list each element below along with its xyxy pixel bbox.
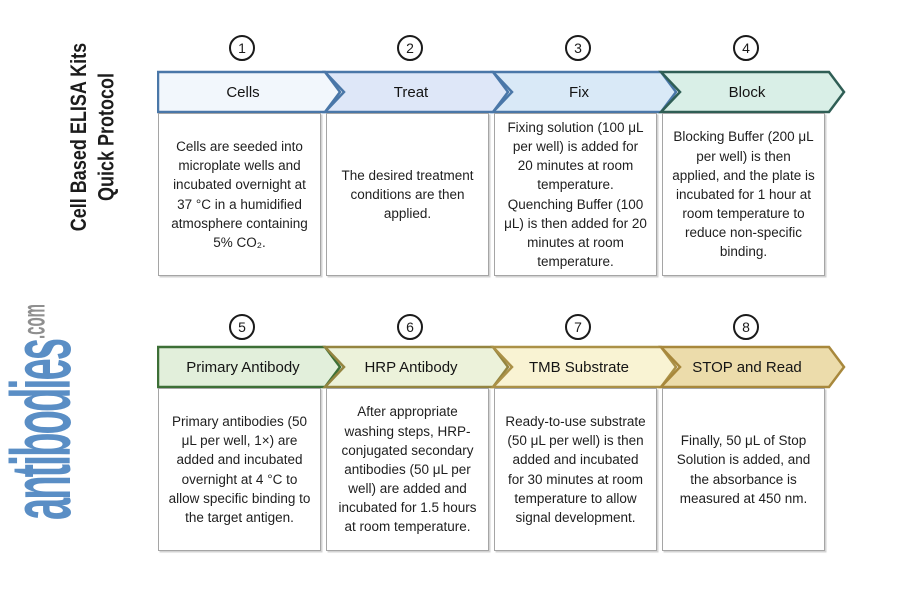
step-number-badge-3: 3 (565, 35, 591, 61)
step-number-badge-1: 1 (229, 35, 255, 61)
step-number-badge-4: 4 (733, 35, 759, 61)
step-number-4: 4 (742, 40, 750, 56)
step-arrow-shape-5 (157, 345, 342, 389)
step-description-3: Fixing solution (100 μL per well) is add… (504, 119, 647, 269)
step-number-8: 8 (742, 319, 750, 335)
step-number-1: 1 (238, 40, 246, 56)
step-arrow-label-5: Primary Antibody (186, 359, 300, 376)
step-description-8: Finally, 50 μL of Stop Solution is added… (676, 433, 811, 506)
step-arrow-label-6: HRP Antibody (364, 359, 458, 376)
step-description-box-3: Fixing solution (100 μL per well) is add… (494, 113, 657, 276)
step-description-1: Cells are seeded into microplate wells a… (171, 139, 308, 250)
step-description-5: Primary antibodies (50 μL per well, 1×) … (168, 414, 311, 525)
antibodies-logo-wordmark: antibodies (0, 340, 89, 521)
step-arrows-row-2: Primary Antibody HRP Antibody TMB Substr… (157, 345, 846, 389)
step-description-7: Ready-to-use substrate (50 μL per well) … (505, 414, 646, 525)
step-number-5: 5 (238, 319, 246, 335)
step-description-box-2: The desired treatment conditions are the… (326, 113, 489, 276)
step-description-box-5: Primary antibodies (50 μL per well, 1×) … (158, 388, 321, 551)
protocol-vertical-title: Cell Based ELISA Kits Quick Protocol (66, 37, 129, 237)
step-arrow-shape-4 (658, 70, 846, 114)
step-description-box-6: After appropriate washing steps, HRP-con… (326, 388, 489, 551)
step-arrow-label-3: Fix (569, 84, 589, 101)
step-number-badge-8: 8 (733, 314, 759, 340)
step-description-box-1: Cells are seeded into microplate wells a… (158, 113, 321, 276)
step-description-box-8: Finally, 50 μL of Stop Solution is added… (662, 388, 825, 551)
step-arrow-shape-1 (157, 70, 342, 114)
step-number-3: 3 (574, 40, 582, 56)
antibodies-logo-domain-suffix: .com (17, 303, 53, 339)
step-arrow-label-4: Block (729, 84, 766, 101)
step-number-badge-5: 5 (229, 314, 255, 340)
step-arrow-label-8: STOP and Read (692, 359, 802, 376)
protocol-title-line2: Quick Protocol (93, 72, 119, 202)
step-number-badge-6: 6 (397, 314, 423, 340)
step-arrow-shape-8 (658, 345, 846, 389)
step-arrows-row-1: Cells Treat Fix Block (157, 70, 846, 114)
step-number-badge-2: 2 (397, 35, 423, 61)
step-number-2: 2 (406, 40, 414, 56)
step-description-4: Blocking Buffer (200 μL per well) is the… (672, 129, 815, 260)
step-description-box-4: Blocking Buffer (200 μL per well) is the… (662, 113, 825, 276)
step-arrow-label-2: Treat (394, 84, 429, 101)
step-description-6: After appropriate washing steps, HRP-con… (338, 404, 477, 535)
step-number-6: 6 (406, 319, 414, 335)
protocol-title-line1: Cell Based ELISA Kits (65, 42, 91, 232)
step-arrow-label-7: TMB Substrate (529, 359, 629, 376)
step-number-7: 7 (574, 319, 582, 335)
step-arrow-label-1: Cells (226, 84, 259, 101)
step-number-badge-7: 7 (565, 314, 591, 340)
step-description-2: The desired treatment conditions are the… (341, 167, 474, 222)
step-description-box-7: Ready-to-use substrate (50 μL per well) … (494, 388, 657, 551)
